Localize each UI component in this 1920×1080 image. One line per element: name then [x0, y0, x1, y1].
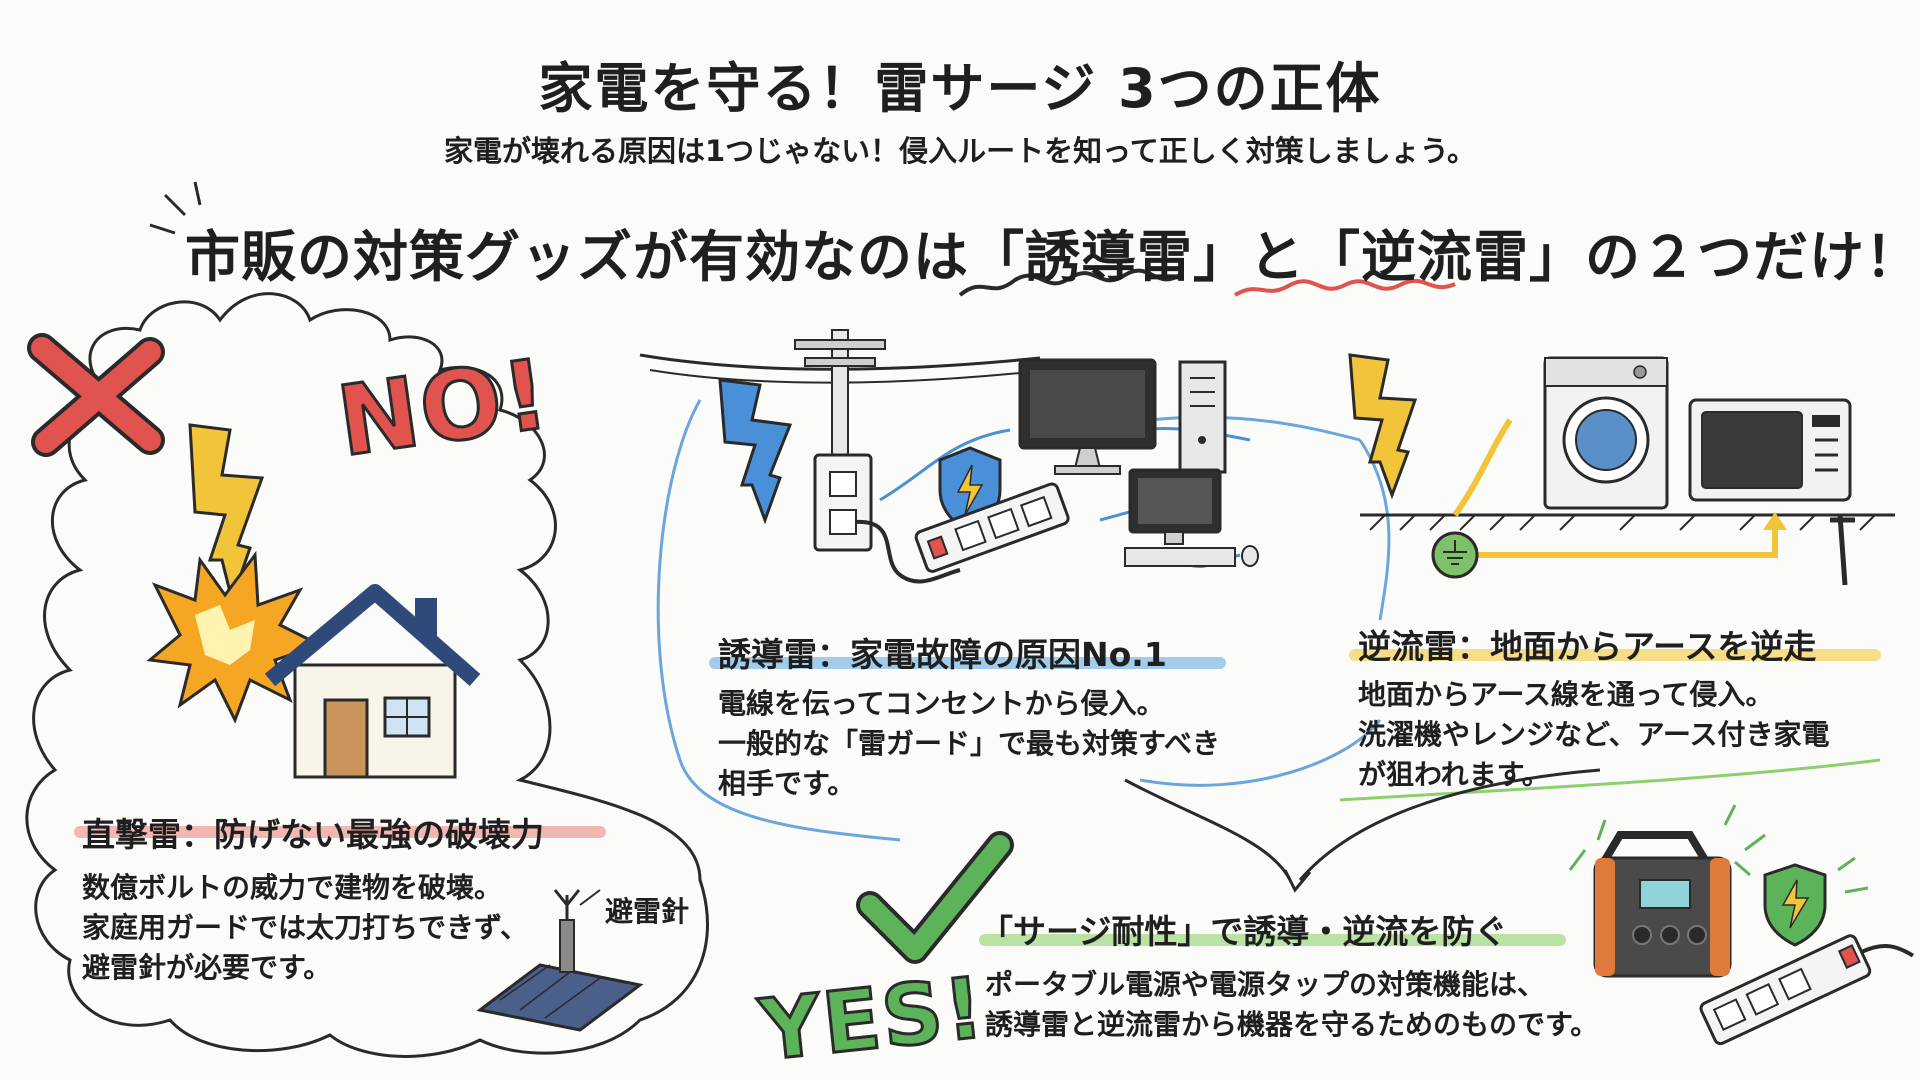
direct-lightning-body: 数億ボルトの威力で建物を破壊。 家庭用ガードでは太刀打ちできず、 避雷針が必要で…: [82, 868, 528, 988]
direct-line-3: 避雷針が必要です。: [82, 951, 332, 984]
page-title: 家電を守る！雷サージ 3つの正体: [538, 57, 1382, 120]
induced-line-1: 電線を伝ってコンセントから侵入。: [718, 687, 1165, 720]
induced-line-2: 一般的な「雷ガード」で最も対策すべき: [718, 727, 1221, 760]
induced-line-3: 相手です。: [718, 767, 856, 800]
power-strip-icon: [914, 482, 1070, 573]
reverse-lightning-body: 地面からアース線を通って侵入。 洗濯機やレンジなど、アース付き家電 が狙われます…: [1358, 675, 1830, 795]
solution-line-2: 誘導雷と逆流雷から機器を守るためのものです。: [985, 1008, 1599, 1041]
lightning-icon: [1348, 353, 1418, 500]
lightning-rod-label: 避雷針: [605, 895, 690, 928]
shield-lightning-icon: [1734, 856, 1869, 947]
reverse-line-1: 地面からアース線を通って侵入。: [1358, 678, 1774, 711]
cross-mark-icon: [27, 333, 165, 457]
microwave-icon: [1688, 398, 1852, 502]
cloud-outline: [25, 292, 709, 1058]
induced-outline: [656, 399, 1391, 842]
induced-lightning-body: 電線を伝ってコンセントから侵入。 一般的な「雷ガード」で最も対策すべき 相手です…: [718, 684, 1220, 804]
monitor-icon: [1018, 358, 1157, 475]
direct-line-1: 数億ボルトの威力で建物を破壊。: [82, 871, 503, 904]
induced-lightning-title: 誘導雷：家電故障の原因No.1: [718, 635, 1167, 674]
reverse-lightning-title: 逆流雷：地面からアースを逆走: [1358, 627, 1817, 666]
solution-line-1: ポータブル電源や電源タップの対策機能は、: [985, 968, 1546, 1001]
headline: 市販の対策グッズが有効なのは「誘導雷」と「逆流雷」の２つだけ！: [185, 225, 1920, 289]
direct-line-2: 家庭用ガードでは太刀打ちできず、: [82, 911, 529, 944]
reverse-line-3: が狙われます。: [1358, 758, 1550, 791]
house-icon: [264, 584, 481, 779]
solution-body: ポータブル電源や電源タップの対策機能は、 誘導雷と逆流雷から機器を守るためのもの…: [985, 965, 1598, 1045]
check-mark-icon: [856, 831, 1014, 964]
lightning-rod-icon: [476, 889, 644, 1032]
direct-lightning-title: 直撃雷：防げない最強の破壊力: [82, 815, 544, 854]
lightning-icon: [718, 378, 793, 525]
reverse-line-2: 洗濯機やレンジなど、アース付き家電: [1358, 718, 1830, 751]
portable-power-station-icon: [1568, 804, 1766, 978]
washing-machine-icon: [1543, 356, 1669, 510]
page-subtitle: 家電が壊れる原因は1つじゃない！侵入ルートを知って正しく対策しましょう。: [444, 134, 1476, 168]
wall-outlet-icon: [813, 453, 961, 584]
power-strip-icon: [1699, 934, 1914, 1046]
ground-symbol-icon: [1431, 531, 1479, 579]
desktop-computer-icon: [1124, 468, 1259, 567]
pc-tower-icon: [1178, 360, 1227, 474]
solution-title: 「サージ耐性」で誘導・逆流を防ぐ: [980, 912, 1508, 951]
